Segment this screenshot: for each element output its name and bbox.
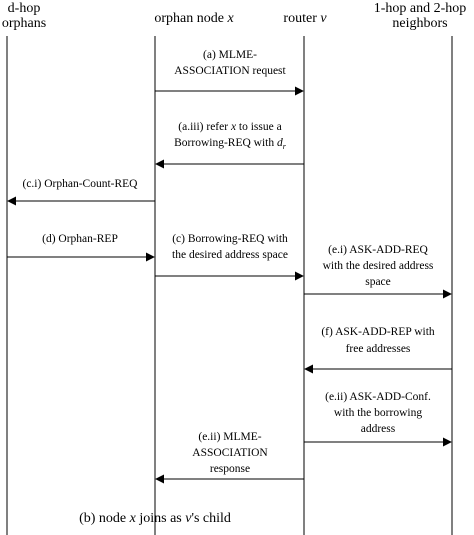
label-a-line-1: ASSOCIATION request [174,65,286,77]
label-c-i-line-0: (c.i) Orphan-Count-REQ [23,178,139,190]
label-a-line-0: (a) MLME- [203,49,257,61]
header-d-hop-line-0: d-hop [8,1,41,16]
header-neighbors-line-0: 1-hop and 2-hop [374,1,467,16]
label-c-line-1: the desired address space [172,249,288,261]
label-a-iii-line-0: (a.iii) refer x to issue a [178,121,281,133]
label-e-i-line-2: space [365,276,391,288]
header-router-line-0: router v [283,11,327,26]
header-d-hop-line-1: orphans [2,16,46,31]
label-e-i-line-1: with the desired address [323,260,434,272]
label-e-ii-line-2: response [210,463,250,475]
label-d-line-0: (d) Orphan-REP [42,233,118,245]
message-arrows: (a) MLME- ASSOCIATION request (a.iii) refe… [7,49,452,484]
label-e-ii-conf-line-2: address [361,423,396,435]
label-f-line-0: (f) ASK-ADD-REP with [321,326,435,338]
label-e-i-line-0: (e.i) ASK-ADD-REQ [328,244,428,256]
figure-caption: (b) node x joins as v's child [79,511,231,526]
header-neighbors-line-1: neighbors [392,16,447,31]
label-c-line-0: (c) Borrowing-REQ with [172,233,288,245]
label-f-line-1: free addresses [346,343,411,355]
label-e-ii-conf-line-1: with the borrowing [334,407,422,419]
label-e-ii-line-1: ASSOCIATION [192,447,268,459]
label-e-ii-line-0: (e.ii) MLME- [198,431,261,443]
label-a-iii-line-1: Borrowing-REQ with dr [174,137,287,151]
label-e-ii-conf-line-0: (e.ii) ASK-ADD-Conf. [325,391,431,403]
header-orphan-node-line-0: orphan node x [154,11,234,26]
